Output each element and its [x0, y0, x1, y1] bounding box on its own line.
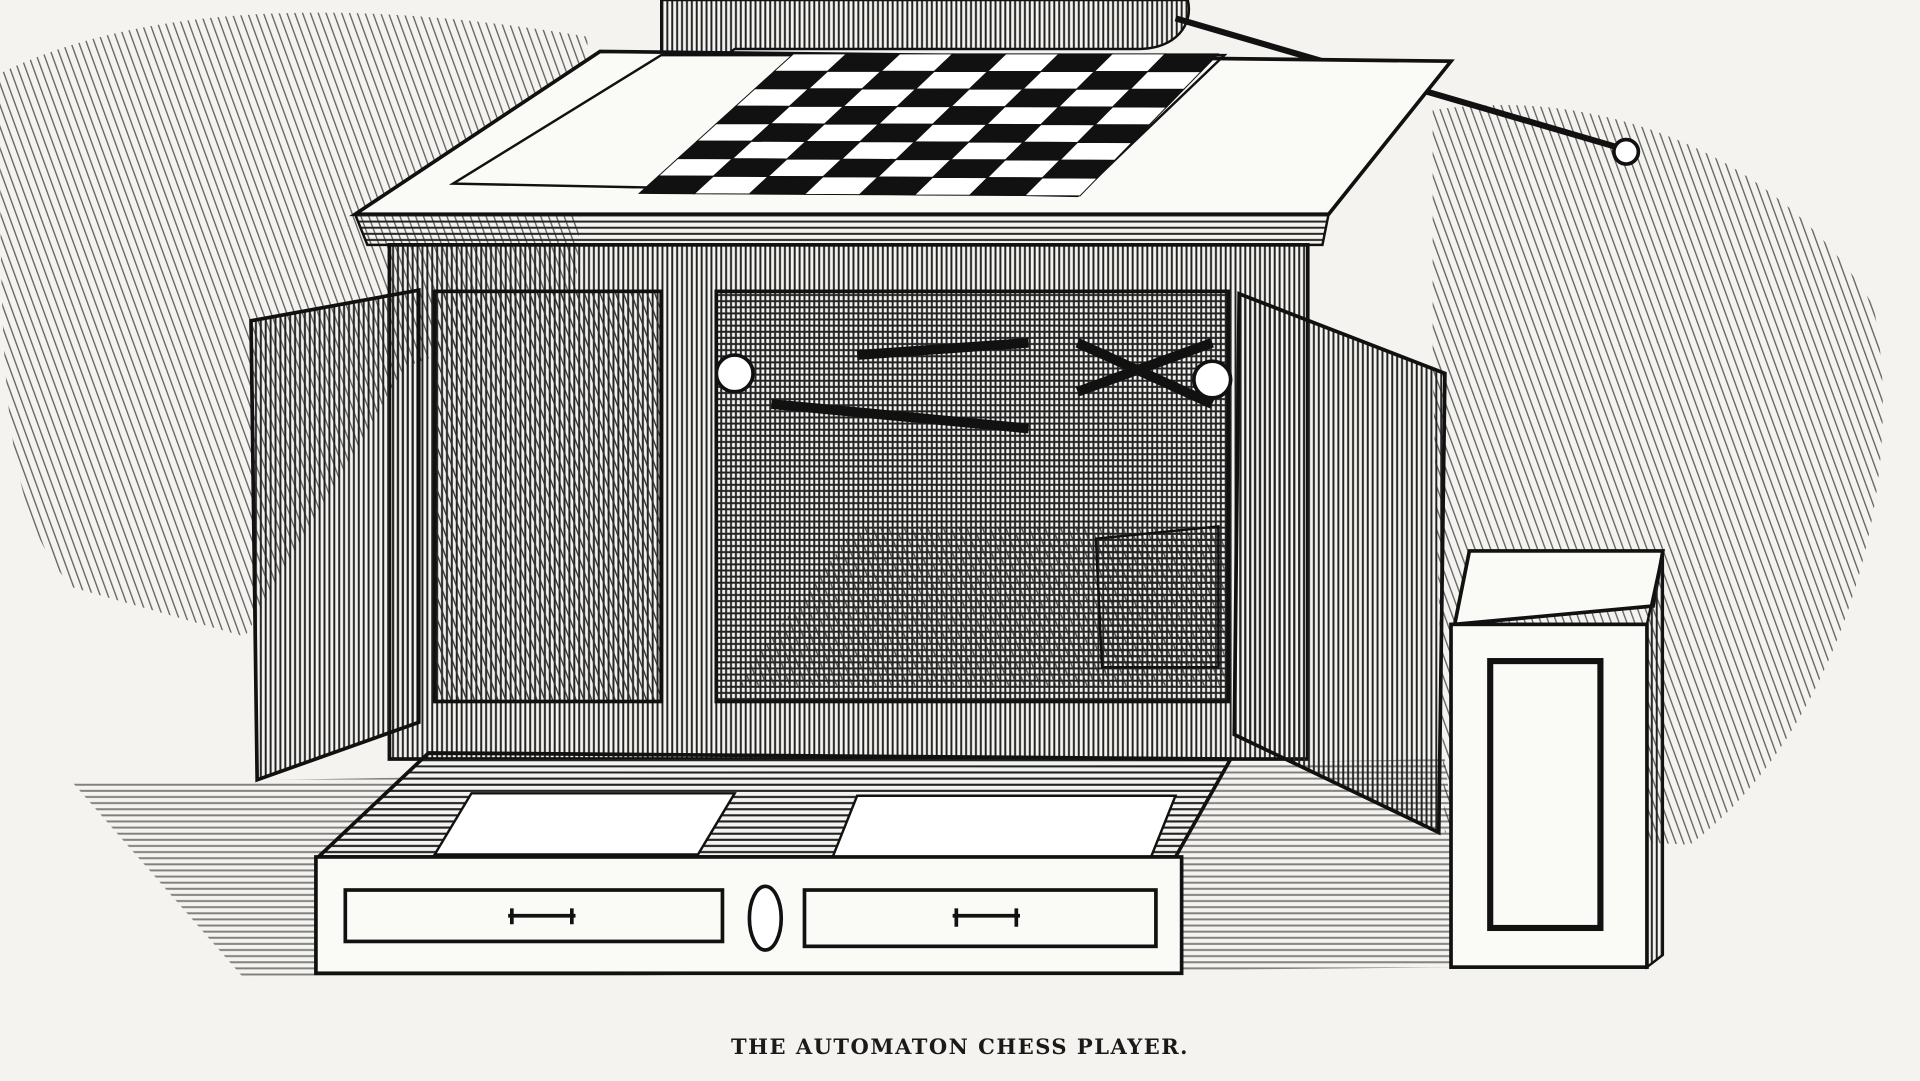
- caption: THE AUTOMATON CHESS PLAYER.: [731, 1034, 1189, 1059]
- mechanism-levers: [770, 337, 1215, 434]
- right-door: [1232, 291, 1447, 836]
- chessboard-square: [1023, 177, 1099, 197]
- left-compartment: [432, 289, 664, 704]
- handle-right: [952, 908, 1020, 927]
- keyhole-escutcheon: [747, 884, 784, 952]
- side-box: [1449, 622, 1649, 969]
- chessboard: [637, 53, 1220, 197]
- drawer-lid: [830, 794, 1178, 859]
- cushion: [1094, 525, 1220, 669]
- chess-pieces-tray: [432, 792, 737, 856]
- left-door: [249, 287, 421, 783]
- handle-left: [508, 908, 576, 925]
- side-box-door: [1487, 658, 1604, 932]
